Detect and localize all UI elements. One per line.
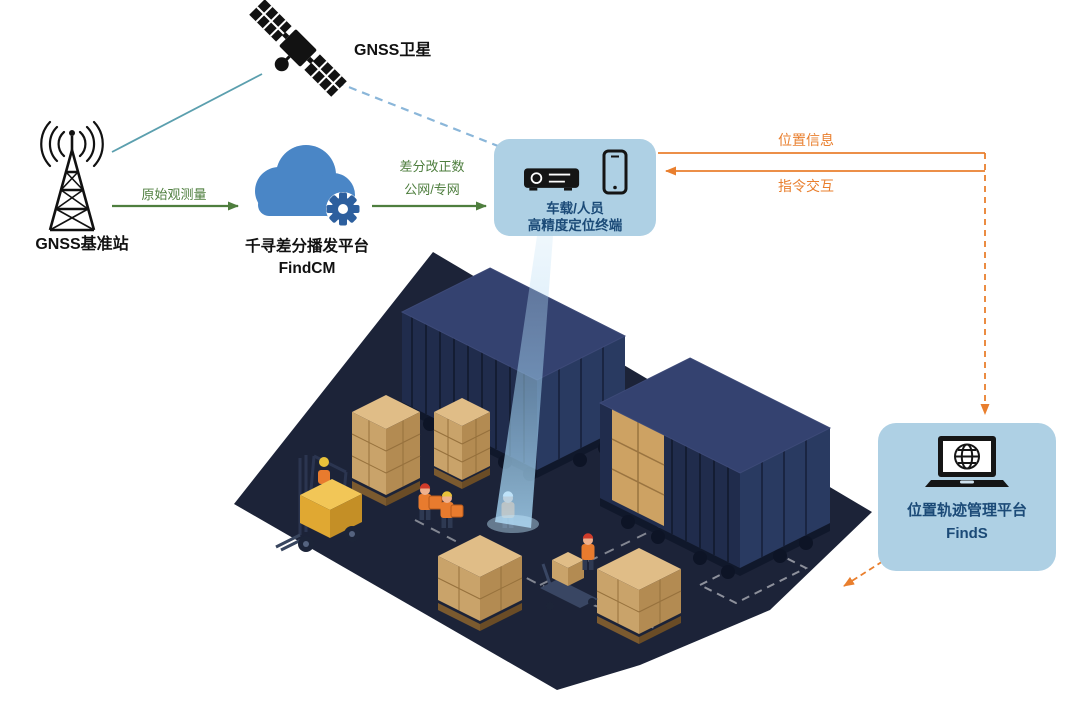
container-open-door bbox=[611, 409, 665, 526]
base-station-label: GNSS基准站 bbox=[35, 236, 129, 253]
container-1 bbox=[400, 267, 627, 481]
cloud-gear-icon bbox=[255, 145, 360, 226]
command-interaction-label: 指令交互 bbox=[778, 178, 834, 194]
laptop-globe-icon bbox=[925, 436, 1009, 487]
positioning-beam bbox=[487, 236, 553, 533]
smartphone-icon bbox=[602, 149, 628, 195]
platform-label-product: FindS bbox=[946, 525, 988, 542]
link-satellite-base bbox=[111, 73, 263, 153]
link-satellite-terminal bbox=[335, 80, 509, 152]
corrections-line1: 差分改正数 bbox=[399, 159, 465, 174]
terminal-label-line2: 高精度定位终端 bbox=[527, 218, 623, 233]
finds-panel: 位置轨迹管理平台 FindS bbox=[878, 423, 1056, 571]
forklift bbox=[275, 454, 362, 552]
cloud-platform-product: FindCM bbox=[278, 260, 336, 277]
container-2 bbox=[598, 357, 832, 579]
worker-4 bbox=[581, 533, 595, 570]
gnss-satellite-icon bbox=[249, 0, 347, 97]
corrections-label: 差分改正数 公网/专网 bbox=[384, 155, 480, 201]
warehouse-ground bbox=[234, 252, 872, 690]
worker-2 bbox=[440, 491, 464, 528]
pallet-stack-4 bbox=[596, 548, 682, 644]
pallet-jack bbox=[540, 552, 598, 610]
antenna-tower-icon bbox=[40, 120, 104, 232]
platform-label-name: 位置轨迹管理平台 bbox=[906, 502, 1027, 519]
terminal-panel: 车载/人员 高精度定位终端 bbox=[494, 139, 656, 236]
position-info-label: 位置信息 bbox=[778, 132, 834, 148]
pallet-stack-1 bbox=[351, 395, 421, 506]
terminal-icons bbox=[522, 149, 628, 195]
link-position-info bbox=[658, 152, 990, 415]
pallet-stack-2 bbox=[433, 398, 491, 489]
worker-1 bbox=[418, 483, 443, 520]
cloud-platform-name: 千寻差分播发平台 bbox=[244, 238, 369, 255]
terminal-label-line1: 车载/人员 bbox=[546, 201, 604, 216]
vehicle-terminal-icon bbox=[524, 168, 580, 191]
raw-observation-label: 原始观测量 bbox=[141, 187, 207, 202]
satellite-label: GNSS卫星 bbox=[354, 42, 432, 59]
cloud-platform-label: 千寻差分播发平台 FindCM bbox=[214, 236, 400, 280]
pallet-stack-3 bbox=[437, 535, 523, 631]
corrections-line2: 公网/专网 bbox=[404, 182, 460, 197]
